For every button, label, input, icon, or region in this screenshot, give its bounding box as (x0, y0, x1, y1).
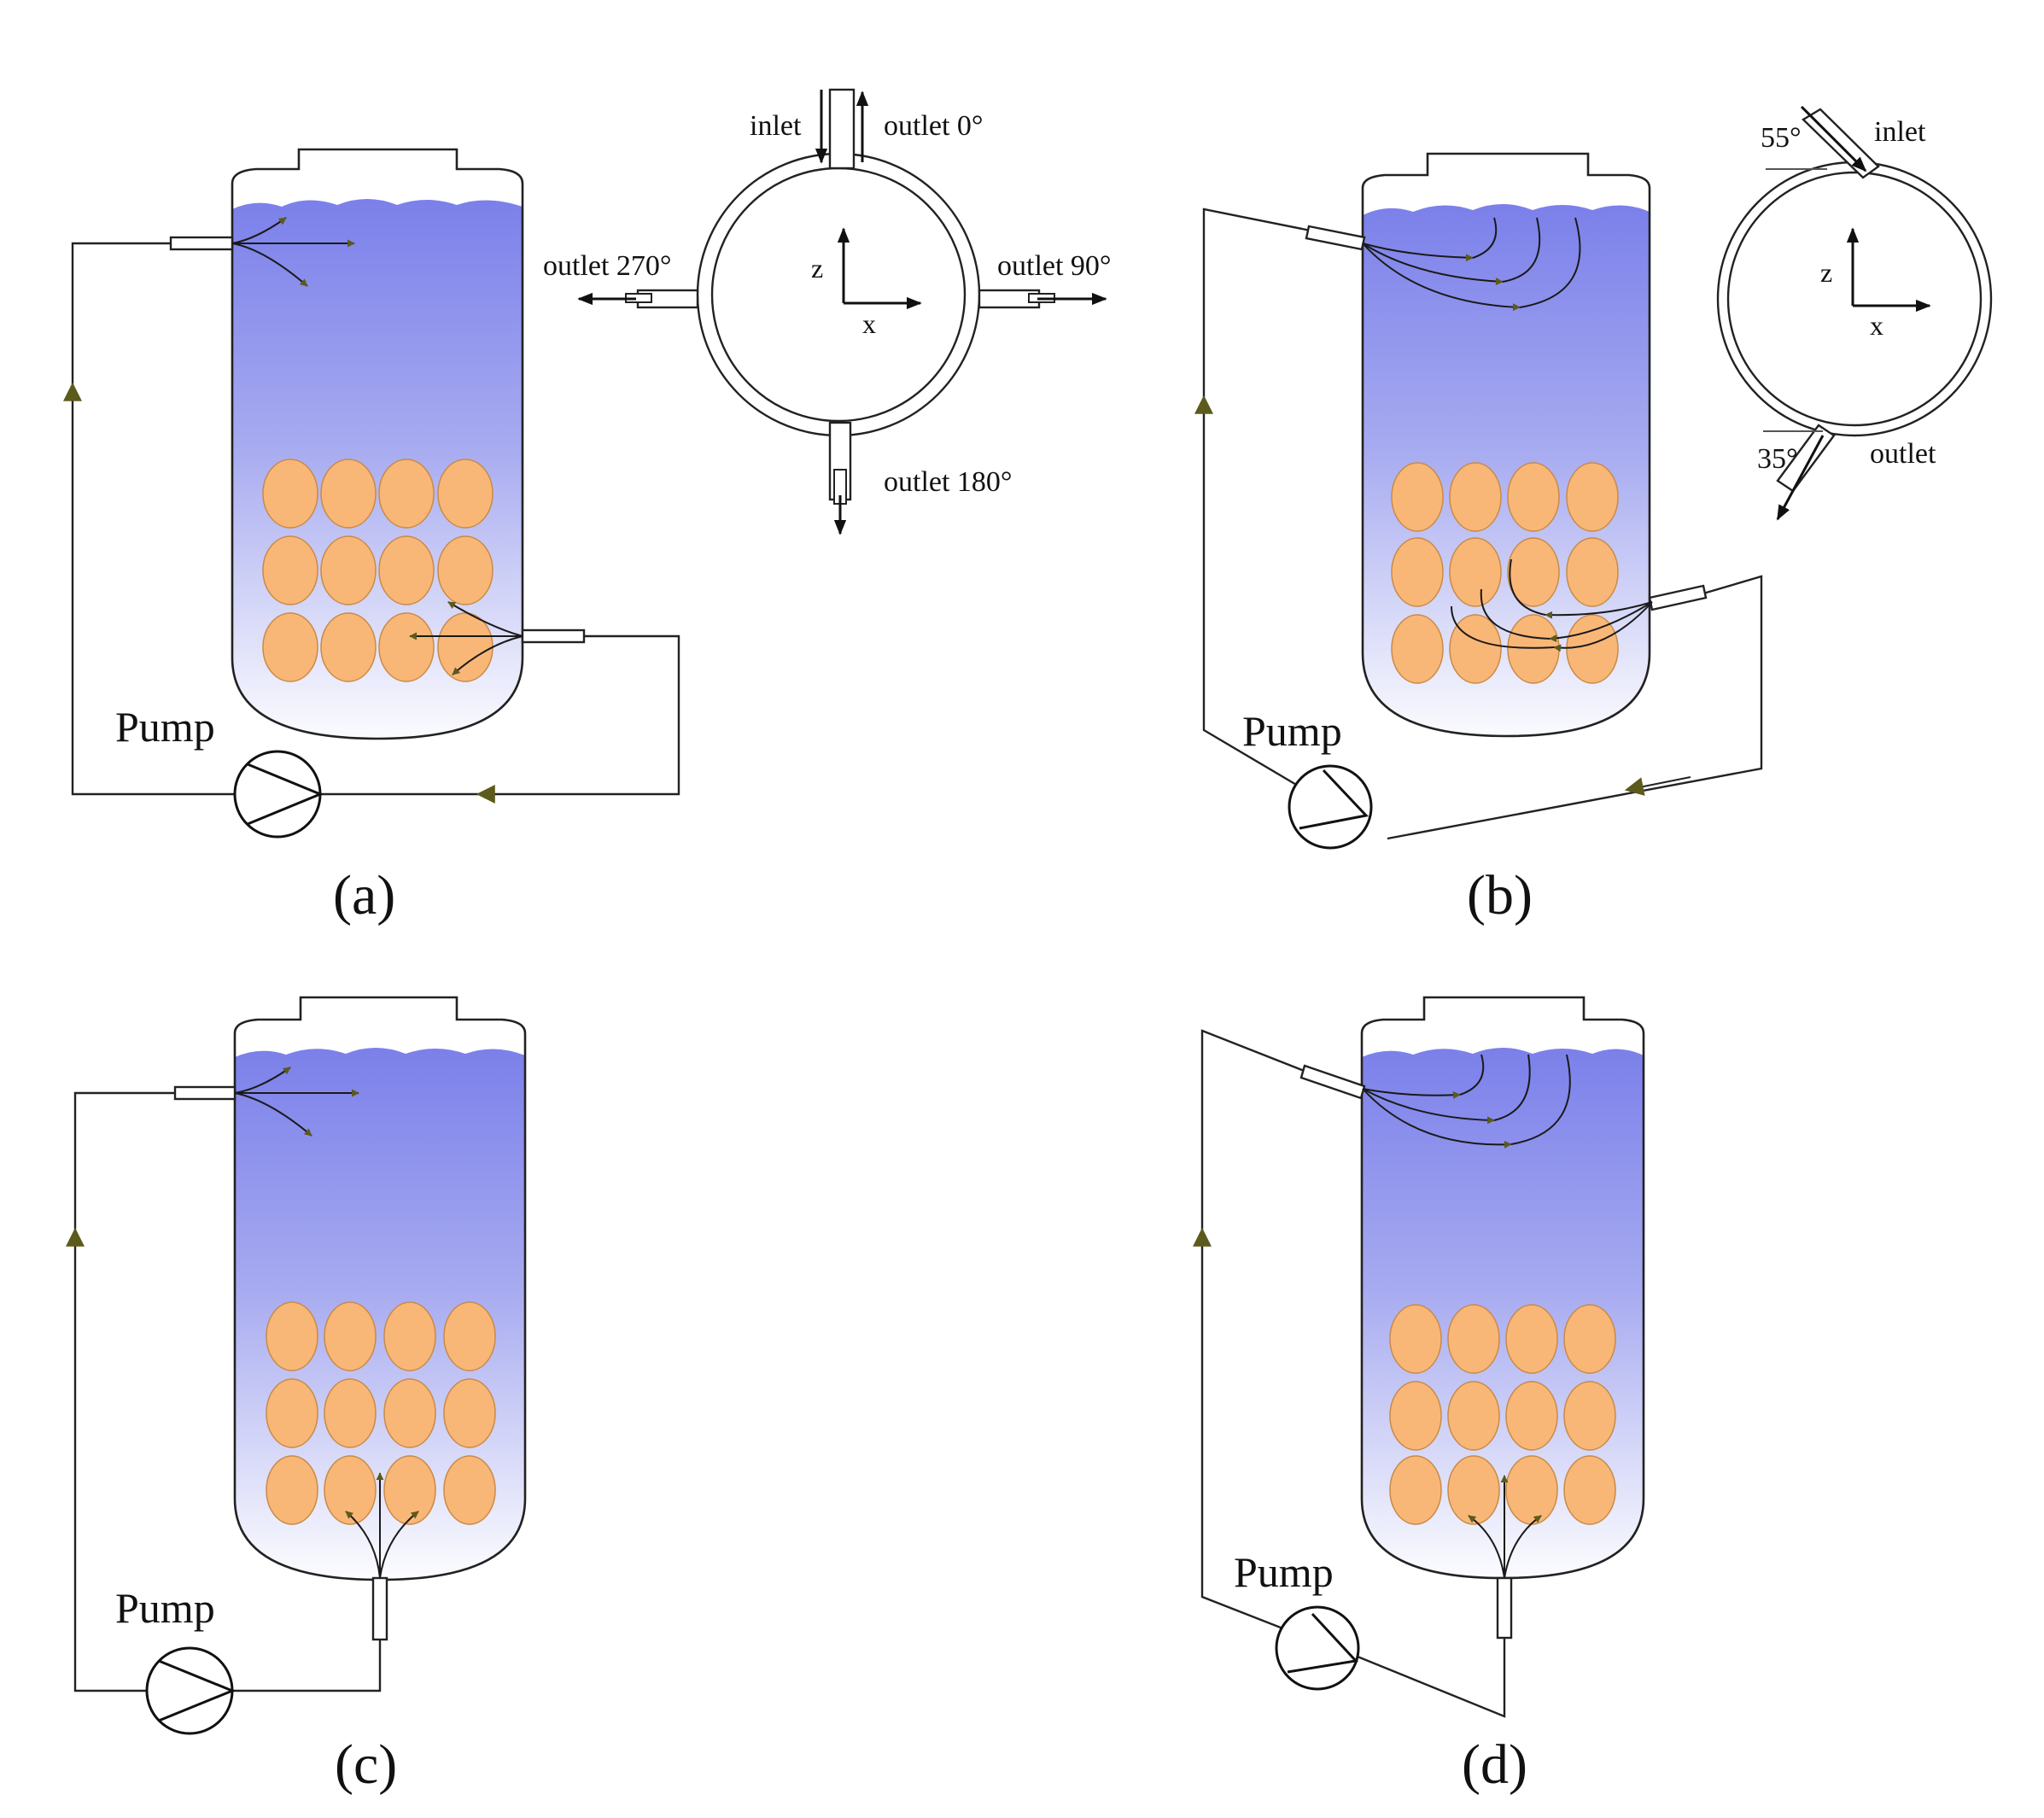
supply-pipe-c (232, 1638, 382, 1692)
bottom-nozzle-d (1496, 1576, 1513, 1640)
egg-grid-c (266, 1301, 496, 1525)
bottom-jet-c (345, 1472, 419, 1579)
caption-a: (a) (333, 864, 395, 927)
panel-c: Pump (c) (66, 996, 527, 1796)
return-pipe-b (1202, 208, 1311, 787)
top-nozzle-a (169, 236, 234, 251)
flow-arrow-left-b (1624, 776, 1691, 796)
egg-grid-d (1389, 1304, 1616, 1525)
top-jet-d (1362, 1054, 1571, 1149)
supply-pipe-b (1387, 575, 1763, 840)
pump-label-d: Pump (1234, 1548, 1334, 1596)
return-pipe-d (1200, 1029, 1307, 1631)
inlet-label-b: inlet (1874, 116, 1926, 148)
x-axis-label-b: x (1870, 310, 1883, 341)
pump-c (145, 1646, 236, 1735)
return-pipe-c (73, 1091, 175, 1692)
caption-b: (b) (1467, 864, 1533, 927)
top-jet-b (1362, 217, 1581, 312)
panel-b: Pump (b) (1194, 152, 1763, 927)
x-axis-label-a: x (862, 308, 876, 339)
pump-label-b: Pump (1242, 707, 1342, 755)
angle-outlet-label: 35° (1757, 443, 1798, 475)
egg-grid-a (262, 459, 493, 682)
return-pipe-a (71, 242, 239, 796)
vessel-a (231, 148, 524, 740)
water-d (1362, 1048, 1644, 1578)
bottom-jet-b (1451, 558, 1653, 652)
inlet-label-a: inlet (750, 110, 802, 142)
outlet-180-label: outlet 180° (884, 466, 1013, 498)
outlet-arrow-b (1776, 435, 1825, 521)
bottom-nozzle-a (521, 628, 586, 644)
bottom-jet-a (409, 601, 523, 675)
caption-c: (c) (335, 1733, 397, 1796)
inlet-arrow-b (1800, 105, 1867, 172)
top-jet-a (231, 217, 355, 287)
pump-a (233, 750, 324, 839)
egg-grid-b (1391, 462, 1619, 684)
panel-d: Pump (d) (1193, 996, 1645, 1796)
caption-d: (d) (1462, 1733, 1527, 1796)
pump-label-a: Pump (115, 703, 215, 751)
pump-b (1288, 764, 1373, 850)
top-nozzle-b (1305, 225, 1366, 251)
angle-inlet-label: 55° (1761, 122, 1802, 154)
outlet-0-label: outlet 0° (884, 110, 984, 142)
outlet-90-label: outlet 90° (997, 250, 1112, 282)
bottom-nozzle-b (1648, 584, 1708, 611)
water-c (235, 1048, 525, 1580)
supply-pipe-d (1357, 1635, 1506, 1718)
inset-b: 55° inlet 35° outlet z x (1716, 105, 1993, 521)
top-nozzle-c (173, 1085, 237, 1101)
outlet-label-b: outlet (1870, 438, 1936, 470)
bottom-jet-d (1468, 1475, 1542, 1579)
top-nozzle-d (1299, 1064, 1366, 1100)
vessel-c (233, 996, 527, 1581)
top-jet-c (234, 1067, 359, 1137)
inset-a: inlet outlet 0° outlet 90° outlet 270° o… (543, 88, 1112, 535)
bottom-nozzle-c (371, 1576, 388, 1641)
vessel-d (1360, 996, 1645, 1580)
z-axis-label-a: z (811, 253, 823, 284)
pump-label-c: Pump (115, 1584, 215, 1632)
panel-a: Pump (a) (63, 148, 680, 927)
z-axis-label-b: z (1820, 257, 1832, 288)
pump-d (1275, 1605, 1360, 1691)
outlet-270-label: outlet 270° (543, 250, 672, 282)
water-a (232, 199, 523, 739)
